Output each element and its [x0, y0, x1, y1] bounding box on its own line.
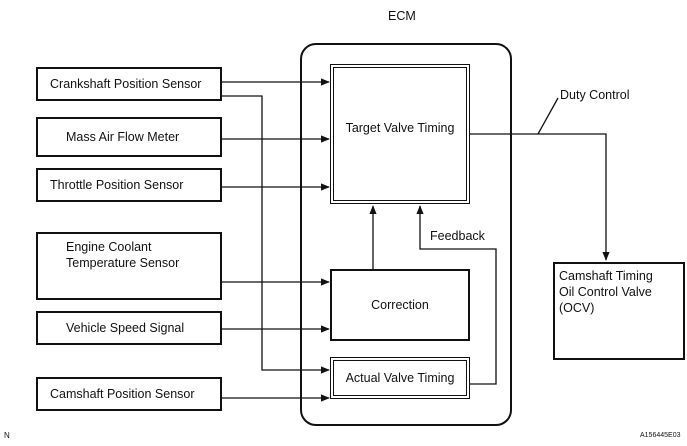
corner-mark-left: N	[4, 431, 10, 440]
camshaft-timing-oil-control-valve-box: Camshaft Timing Oil Control Valve (OCV)	[553, 262, 685, 360]
target-valve-timing-box: Target Valve Timing	[330, 64, 470, 204]
engine-coolant-temperature-sensor-box: Engine Coolant Temperature Sensor	[36, 232, 222, 300]
vehicle-speed-signal-box: Vehicle Speed Signal	[36, 311, 222, 345]
duty-control-leader	[537, 97, 559, 135]
crankshaft-position-sensor-box: Crankshaft Position Sensor	[36, 67, 222, 101]
mass-air-flow-meter-box: Mass Air Flow Meter	[36, 117, 222, 157]
camshaft-position-sensor-box: Camshaft Position Sensor	[36, 377, 222, 411]
throttle-position-sensor-box: Throttle Position Sensor	[36, 168, 222, 202]
actual-valve-timing-box: Actual Valve Timing	[330, 357, 470, 399]
ecm-title: ECM	[388, 9, 416, 23]
duty-control-label: Duty Control	[560, 88, 630, 102]
feedback-label: Feedback	[430, 229, 485, 243]
correction-box: Correction	[330, 269, 470, 341]
figure-code: A156445E03	[640, 432, 681, 439]
